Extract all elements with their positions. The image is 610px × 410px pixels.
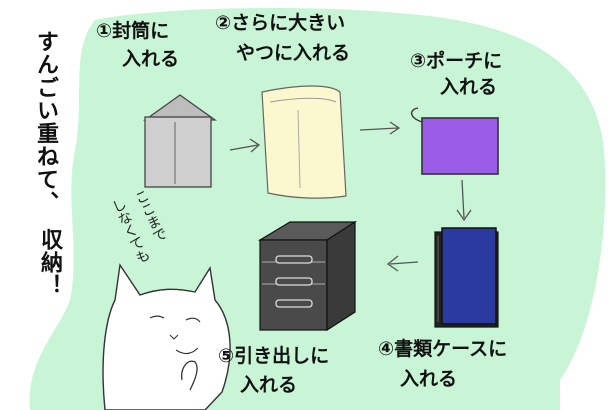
step-5-number: ⑤	[218, 345, 235, 367]
envelope-icon	[142, 94, 218, 188]
cat-character	[102, 263, 231, 410]
step-3-line2: 入れる	[440, 76, 498, 98]
step-5-label: ⑤引き出しに	[218, 345, 329, 367]
drawer-cabinet-icon	[257, 220, 358, 332]
step-3-number: ③	[410, 50, 427, 72]
step-1-number: ①	[96, 20, 113, 42]
step-4-line2: 入れる	[400, 368, 458, 390]
step-5-line1: 引き出しに	[234, 345, 330, 367]
step-1-label: ①封筒に	[96, 20, 169, 42]
side-title-2: 収納！	[37, 228, 62, 297]
arrow-4	[386, 255, 419, 272]
step-1-line1: 封筒に	[112, 20, 170, 42]
step-2-line2: やつに入れる	[236, 42, 351, 64]
step-5-line2: 入れる	[240, 374, 298, 396]
step-3-line1: ポーチに	[426, 50, 503, 72]
step-4-number: ④	[378, 338, 395, 360]
pouch-icon	[411, 107, 499, 175]
arrow-3	[456, 179, 472, 222]
step-2-label: ②さらに大きい	[215, 12, 345, 34]
step-1-line2: 入れる	[122, 48, 180, 70]
arrow-1	[229, 138, 261, 153]
step-4-line1: 書類ケースに	[394, 338, 508, 360]
arrow-2	[359, 121, 401, 135]
binder-icon	[434, 227, 499, 328]
step-4-label: ④書類ケースに	[378, 338, 507, 360]
large-envelope-icon	[261, 85, 347, 199]
step-3-label: ③ポーチに	[410, 50, 502, 72]
side-title: すんごい重ねて、	[33, 30, 58, 214]
step-2-number: ②	[215, 12, 232, 34]
step-2-line1: さらに大きい	[231, 12, 346, 34]
